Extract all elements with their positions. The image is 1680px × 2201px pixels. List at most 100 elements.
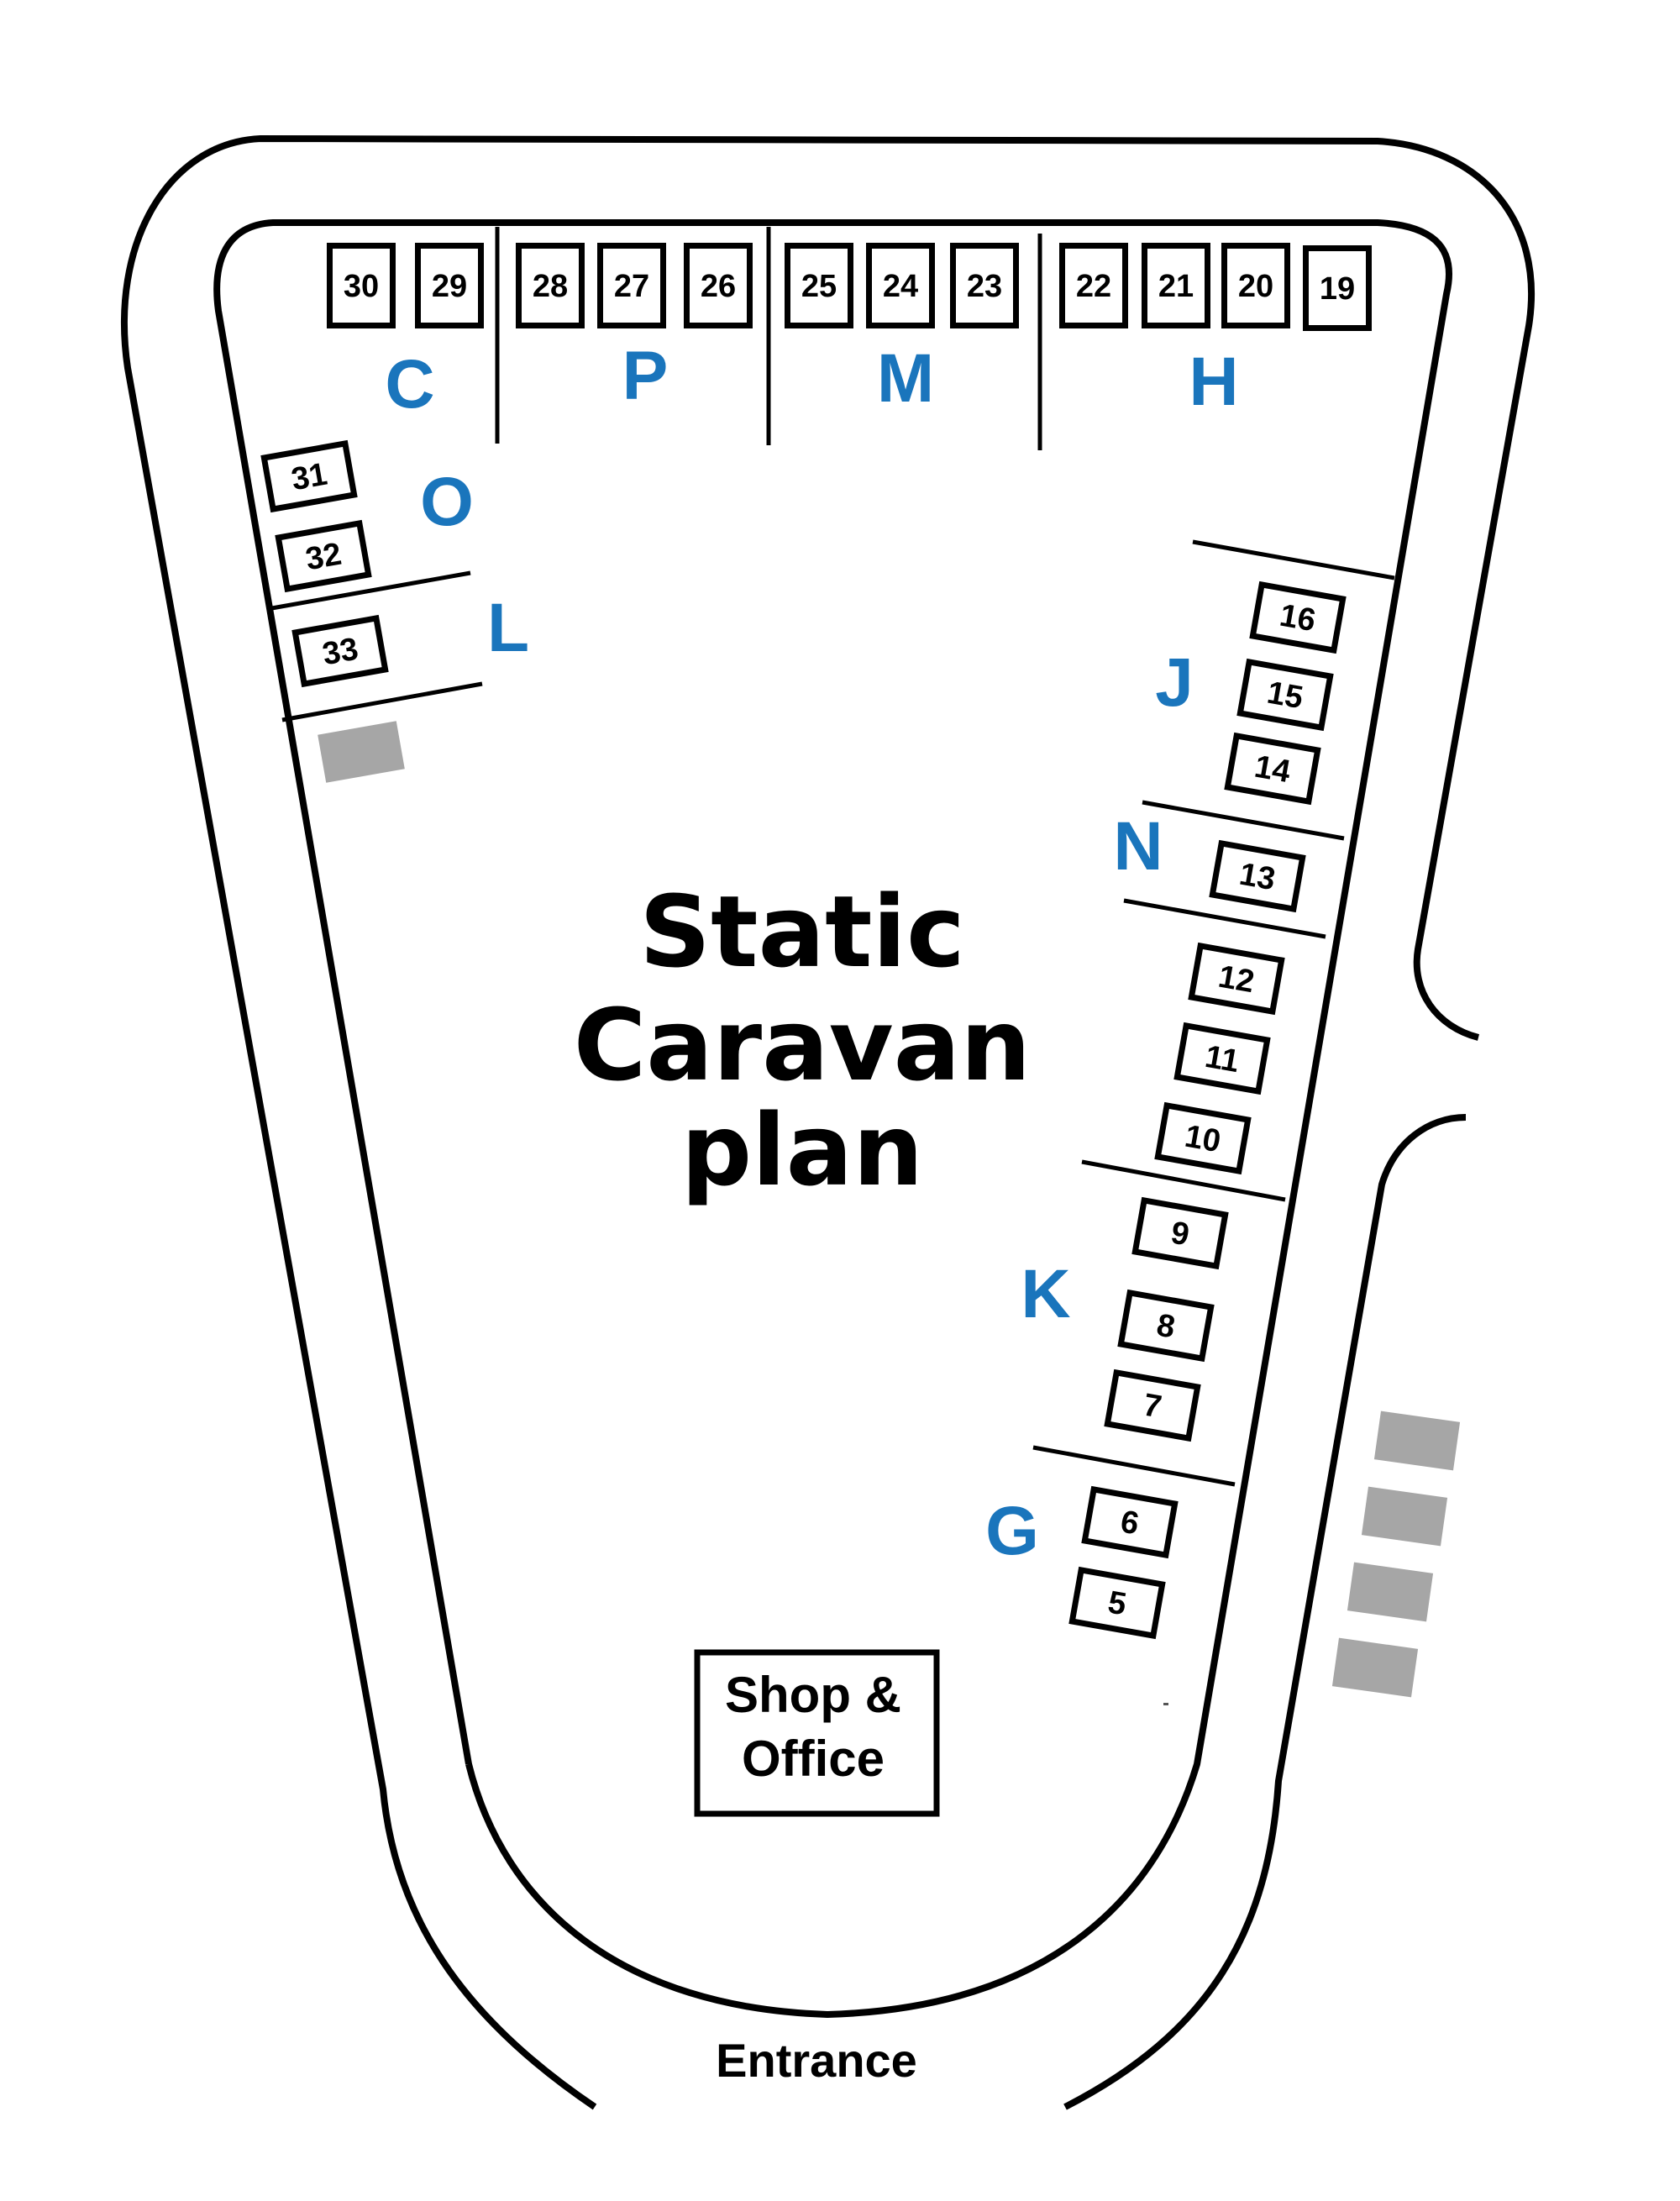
pitch-number: 31 — [289, 457, 330, 498]
pitch-box[interactable] — [1142, 243, 1210, 328]
zone-label-h: H — [1189, 344, 1238, 420]
pitch-26[interactable]: 26 — [684, 243, 753, 328]
pitch-box[interactable] — [1303, 245, 1372, 331]
divider-k-upper — [1081, 1159, 1286, 1202]
pitch-number: 22 — [1076, 269, 1111, 304]
pitch-number: 30 — [344, 269, 379, 304]
pitch-5[interactable]: 5 — [1068, 1566, 1166, 1640]
pitch-21[interactable]: 21 — [1142, 243, 1210, 328]
pitch-number: 23 — [967, 269, 1002, 304]
map-title-line-2: Caravan — [574, 987, 1032, 1103]
pitch-number: 15 — [1264, 675, 1305, 717]
pitch-10[interactable]: 10 — [1154, 1101, 1252, 1175]
pitch-6[interactable]: 6 — [1081, 1485, 1179, 1559]
parking-bay-4 — [1347, 1562, 1434, 1622]
pitch-29[interactable]: 29 — [415, 243, 484, 328]
shop-office[interactable]: Shop & Office — [694, 1649, 940, 1817]
pitch-13[interactable]: 13 — [1209, 839, 1306, 913]
pitch-11[interactable]: 11 — [1173, 1022, 1271, 1095]
parking-bay-3 — [1361, 1486, 1448, 1547]
pitch-number: 28 — [533, 269, 568, 304]
pitch-box[interactable] — [1224, 732, 1321, 806]
pitch-box[interactable] — [1059, 243, 1128, 328]
pitch-box[interactable] — [327, 243, 396, 328]
pitch-8[interactable]: 8 — [1117, 1289, 1215, 1363]
pitch-number: 33 — [320, 632, 361, 673]
pitch-27[interactable]: 27 — [597, 243, 666, 328]
zone-label-o: O — [420, 464, 474, 540]
pitch-box[interactable] — [516, 243, 585, 328]
map-title-line-3: plan — [681, 1092, 924, 1208]
pitch-box[interactable] — [1221, 243, 1290, 328]
divider-j-n — [1142, 800, 1345, 841]
pitch-33[interactable]: 33 — [291, 614, 389, 688]
pitch-15[interactable]: 15 — [1236, 658, 1334, 732]
pitch-7[interactable]: 7 — [1104, 1368, 1201, 1442]
pitch-box[interactable] — [1236, 658, 1334, 732]
pitch-box[interactable] — [785, 243, 853, 328]
entrance-label: Entrance — [716, 2034, 917, 2087]
parking-bay-2 — [1373, 1410, 1461, 1471]
pitch-box[interactable] — [684, 243, 753, 328]
pitch-number: 20 — [1238, 269, 1273, 304]
pitch-box[interactable] — [1249, 580, 1347, 654]
pitch-number: 10 — [1182, 1119, 1223, 1160]
shop-office-box[interactable] — [694, 1649, 940, 1817]
pitch-number: 16 — [1277, 598, 1318, 639]
pitch-box[interactable] — [1081, 1485, 1179, 1559]
pitch-9[interactable]: 9 — [1131, 1196, 1229, 1270]
pitch-box[interactable] — [1188, 942, 1285, 1016]
zone-label-m: M — [877, 340, 934, 417]
outer-road-bottom-edge — [1063, 1114, 1467, 2110]
zone-label-l: L — [487, 590, 529, 666]
pitch-box[interactable] — [260, 439, 358, 513]
pitch-16[interactable]: 16 — [1249, 580, 1347, 654]
pitch-number: 11 — [1202, 1039, 1242, 1079]
pitch-box[interactable] — [275, 519, 372, 593]
pitch-28[interactable]: 28 — [516, 243, 585, 328]
pitch-box[interactable] — [1173, 1022, 1271, 1095]
pitch-30[interactable]: 30 — [327, 243, 396, 328]
pitch-32[interactable]: 32 — [275, 519, 372, 593]
pitch-box[interactable] — [597, 243, 666, 328]
pitch-box[interactable] — [1131, 1196, 1229, 1270]
zone-dividers — [266, 227, 1395, 1487]
pitch-25[interactable]: 25 — [785, 243, 853, 328]
zone-label-j: J — [1155, 644, 1194, 721]
parking-layer — [318, 721, 1461, 1698]
shop-office-label-line-2: Office — [742, 1731, 885, 1787]
pitch-number: 26 — [701, 269, 736, 304]
pitch-22[interactable]: 22 — [1059, 243, 1128, 328]
outer-road — [121, 135, 1536, 2110]
pitch-box[interactable] — [866, 243, 935, 328]
zone-label-n: N — [1113, 808, 1163, 885]
pitch-box[interactable] — [291, 614, 389, 688]
pitch-box[interactable] — [1068, 1566, 1166, 1640]
shop-office-label-line-1: Shop & — [725, 1667, 901, 1723]
pitch-box[interactable] — [1117, 1289, 1215, 1363]
map-title-line-1: Static — [639, 874, 965, 990]
divider-h-j — [1192, 539, 1395, 580]
zone-label-k: K — [1021, 1256, 1070, 1332]
pitch-number: 13 — [1236, 857, 1278, 898]
pitch-number: 21 — [1158, 269, 1194, 304]
pitch-number: 14 — [1252, 749, 1293, 791]
divider-o-l — [266, 570, 471, 612]
pitch-box[interactable] — [1209, 839, 1306, 913]
pitch-19[interactable]: 19 — [1303, 245, 1372, 331]
pitch-31[interactable]: 31 — [260, 439, 358, 513]
pitch-24[interactable]: 24 — [866, 243, 935, 328]
pitch-box[interactable] — [415, 243, 484, 328]
pitch-23[interactable]: 23 — [950, 243, 1019, 328]
pitch-12[interactable]: 12 — [1188, 942, 1285, 1016]
pitch-20[interactable]: 20 — [1221, 243, 1290, 328]
parking-bay-1 — [318, 721, 405, 783]
pitch-box[interactable] — [1104, 1368, 1201, 1442]
pitch-14[interactable]: 14 — [1224, 732, 1321, 806]
pitch-box[interactable] — [950, 243, 1019, 328]
pitch-number: 12 — [1215, 959, 1257, 1001]
pitch-box[interactable] — [1154, 1101, 1252, 1175]
divider-l-bottom — [281, 681, 483, 722]
